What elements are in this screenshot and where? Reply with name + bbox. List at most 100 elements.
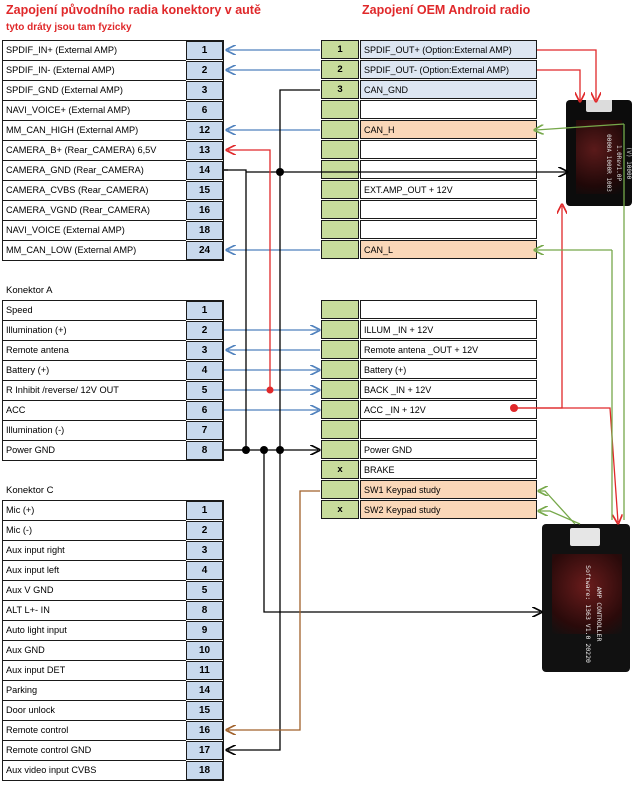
- wire-acc-amp: [512, 206, 562, 409]
- android-pin-number: x: [321, 460, 359, 479]
- row-divider: [2, 200, 186, 201]
- android-pin-label: CAN_GND: [360, 80, 537, 99]
- pin-label: SPDIF_GND (External AMP): [6, 85, 123, 95]
- android-pin-number: [321, 360, 359, 379]
- android-pin-label: [360, 100, 537, 119]
- pin-label: Remote antena: [6, 345, 69, 355]
- pin-label: CAMERA_VGND (Rear_CAMERA): [6, 205, 150, 215]
- konektor-c-title: Konektor C: [6, 485, 54, 496]
- pin-number: 3: [186, 541, 223, 560]
- row-divider: [2, 120, 186, 121]
- pin-number: 5: [186, 581, 223, 600]
- pin-label: Aux V GND: [6, 585, 54, 595]
- pin-number: 6: [186, 101, 223, 120]
- android-pin-label: [360, 200, 537, 219]
- row-divider: [2, 660, 186, 661]
- wire-sw1: [540, 491, 576, 525]
- row-divider: [2, 700, 186, 701]
- wire-gnd-to-amp: [263, 450, 540, 612]
- pin-label: MM_CAN_LOW (External AMP): [6, 245, 137, 255]
- row-divider: [2, 760, 186, 761]
- android-pin-number: [321, 380, 359, 399]
- left-title: Zapojení původního radia konektory v aut…: [6, 3, 261, 17]
- junction-dots: [242, 168, 284, 454]
- pin-number: 16: [186, 721, 223, 740]
- android-pin-number: 2: [321, 60, 359, 79]
- row-divider: [2, 340, 186, 341]
- android-pin-number: 3: [321, 80, 359, 99]
- row-divider: [2, 360, 186, 361]
- android-pin-label: ACC _IN + 12V: [360, 400, 537, 419]
- pin-label: CAMERA_B+ (Rear_CAMERA) 6,5V: [6, 145, 157, 155]
- pin-label: Parking: [6, 685, 38, 695]
- pin-label: Aux input right: [6, 545, 65, 555]
- pin-number: 18: [186, 761, 223, 780]
- konektor-a-title: Konektor A: [6, 285, 53, 296]
- pin-label: MM_CAN_HIGH (External AMP): [6, 125, 139, 135]
- android-pin-number: [321, 100, 359, 119]
- pin-number: 2: [186, 521, 223, 540]
- pin-number: 18: [186, 221, 223, 240]
- row-divider: [2, 240, 186, 241]
- android-pin-number: [321, 200, 359, 219]
- android-pin-number: [321, 440, 359, 459]
- pin-number: 7: [186, 421, 223, 440]
- pin-label: Mic (+): [6, 505, 35, 515]
- pin-label: CAMERA_GND (Rear_CAMERA): [6, 165, 144, 175]
- pin-number: 15: [186, 181, 223, 200]
- pin-number: 10: [186, 641, 223, 660]
- android-pin-number: [321, 240, 359, 259]
- android-pin-label: ILLUM _IN + 12V: [360, 320, 537, 339]
- android-pin-number: [321, 480, 359, 499]
- android-pin-number: [321, 160, 359, 179]
- pin-label: NAVI_VOICE+ (External AMP): [6, 105, 131, 115]
- android-pin-label: SW2 Keypad study: [360, 500, 537, 519]
- row-divider: [2, 600, 186, 601]
- row-divider: [2, 100, 186, 101]
- pin-label: Remote control: [6, 725, 69, 735]
- android-pin-label: EXT.AMP_OUT + 12V: [360, 180, 537, 199]
- pin-label: Power GND: [6, 445, 56, 455]
- pin-label: SPDIF_IN- (External AMP): [6, 65, 115, 75]
- pin-label: Aux GND: [6, 645, 45, 655]
- android-pin-label: BRAKE: [360, 460, 537, 479]
- pin-number: 14: [186, 681, 223, 700]
- pin-label: CAMERA_CVBS (Rear_CAMERA): [6, 185, 149, 195]
- android-pin-number: [321, 180, 359, 199]
- wire-camera-bplus: [228, 150, 271, 390]
- left-subtitle: tyto dráty jsou tam fyzicky: [6, 22, 132, 33]
- android-pin-number: [321, 120, 359, 139]
- android-pin-label: [360, 140, 537, 159]
- row-divider: [2, 540, 186, 541]
- pin-number: 8: [186, 601, 223, 620]
- android-pin-number: x: [321, 500, 359, 519]
- android-pin-label: Power GND: [360, 440, 537, 459]
- pin-label: NAVI_VOICE (External AMP): [6, 225, 125, 235]
- wire-spdif-out-2: [537, 69, 580, 100]
- pin-number: 15: [186, 701, 223, 720]
- wire-spdif-out-top: [537, 49, 596, 100]
- row-divider: [2, 720, 186, 721]
- pin-label: SPDIF_IN+ (External AMP): [6, 45, 118, 55]
- android-pin-label: SPDIF_OUT- (Option:External AMP): [360, 60, 537, 79]
- row-divider: [2, 220, 186, 221]
- row-divider: [2, 400, 186, 401]
- pin-number: 4: [186, 361, 223, 380]
- pin-number: 2: [186, 321, 223, 340]
- pin-label: R Inhibit /reverse/ 12V OUT: [6, 385, 119, 395]
- wire-can-gnd: [228, 89, 320, 750]
- row-divider: [2, 160, 186, 161]
- pin-label: Aux input left: [6, 565, 60, 575]
- pin-label: Illumination (-): [6, 425, 65, 435]
- pin-number: 13: [186, 141, 223, 160]
- android-pin-number: [321, 420, 359, 439]
- pin-number: 14: [186, 161, 223, 180]
- android-pin-label: SW1 Keypad study: [360, 480, 537, 499]
- row-divider: [2, 440, 186, 441]
- amp-controller-photo: AMP CONTROLLER Software: 1363 V1.0 20220: [542, 524, 630, 672]
- android-pin-number: [321, 300, 359, 319]
- pin-number: 24: [186, 241, 223, 260]
- pin-number: 6: [186, 401, 223, 420]
- pin-label: Aux input DET: [6, 665, 66, 675]
